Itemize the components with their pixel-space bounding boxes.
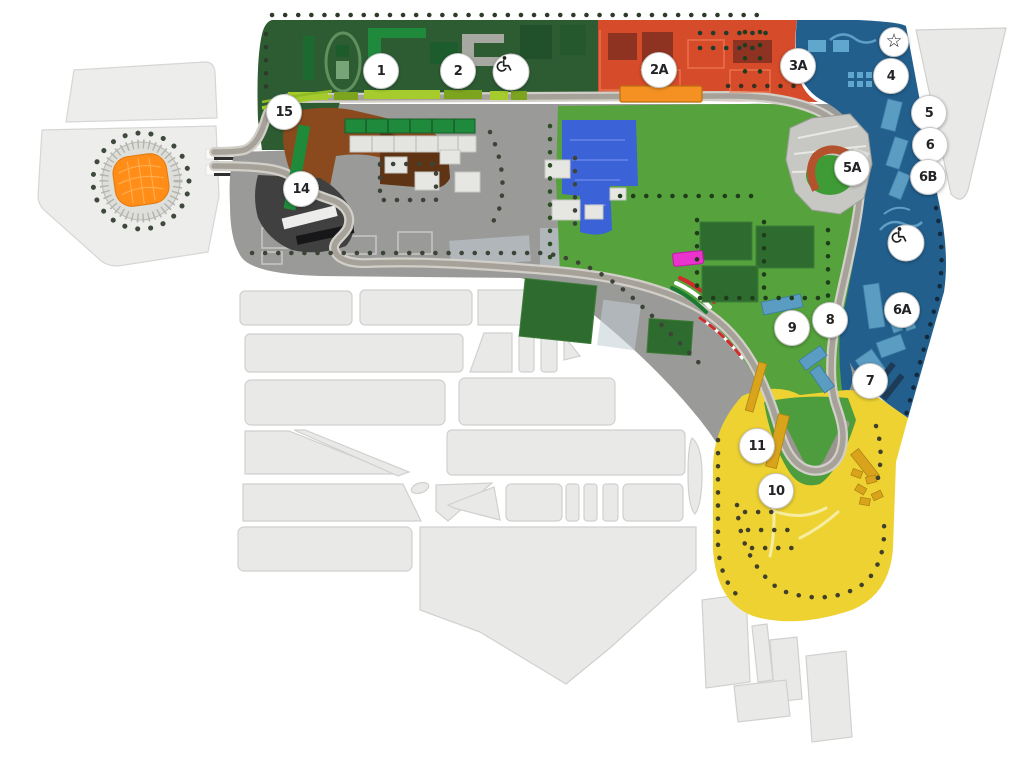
grandstand-white [281, 205, 338, 230]
marker-zone-3a[interactable]: 3A [780, 48, 816, 84]
marker-zone-6[interactable]: 6 [912, 127, 948, 163]
city-blocks [237, 27, 1007, 743]
marker-zone-9[interactable]: 9 [774, 310, 810, 346]
marker-zone-6a[interactable]: 6A [884, 292, 920, 328]
marker-zone-2[interactable]: 2 [440, 53, 476, 89]
tree-rows [249, 12, 944, 601]
wheelchair-icon [891, 227, 907, 243]
marker-zone-8[interactable]: 8 [812, 302, 848, 338]
north-zone-details [261, 25, 586, 110]
lake [562, 120, 638, 235]
paddock-sheds [283, 118, 627, 221]
marker-accessible-north[interactable] [492, 53, 530, 91]
racetrack [209, 91, 866, 476]
marker-zone-1[interactable]: 1 [363, 53, 399, 89]
concrete-patches [449, 228, 642, 351]
marker-zone-7[interactable]: 7 [852, 363, 888, 399]
wheelchair-icon [496, 56, 512, 72]
marker-zone-15[interactable]: 15 [266, 94, 302, 130]
marker-zone-5[interactable]: 5 [911, 95, 947, 131]
marker-zone-4[interactable]: 4 [873, 58, 909, 94]
marker-zone-11[interactable]: 11 [739, 428, 775, 464]
marker-zone-2a[interactable]: 2A [641, 52, 677, 88]
arena-stadium [90, 130, 192, 232]
marker-zone-10[interactable]: 10 [758, 473, 794, 509]
magenta-building [672, 250, 704, 267]
arena-island [37, 61, 284, 267]
marker-zone-14[interactable]: 14 [283, 171, 319, 207]
grandstand-dark [295, 224, 355, 245]
marker-accessible-east[interactable] [887, 224, 925, 262]
marker-zone-6b[interactable]: 6B [910, 159, 946, 195]
marker-star-point[interactable]: ☆ [879, 27, 909, 57]
marker-zone-5a[interactable]: 5A [834, 150, 870, 186]
